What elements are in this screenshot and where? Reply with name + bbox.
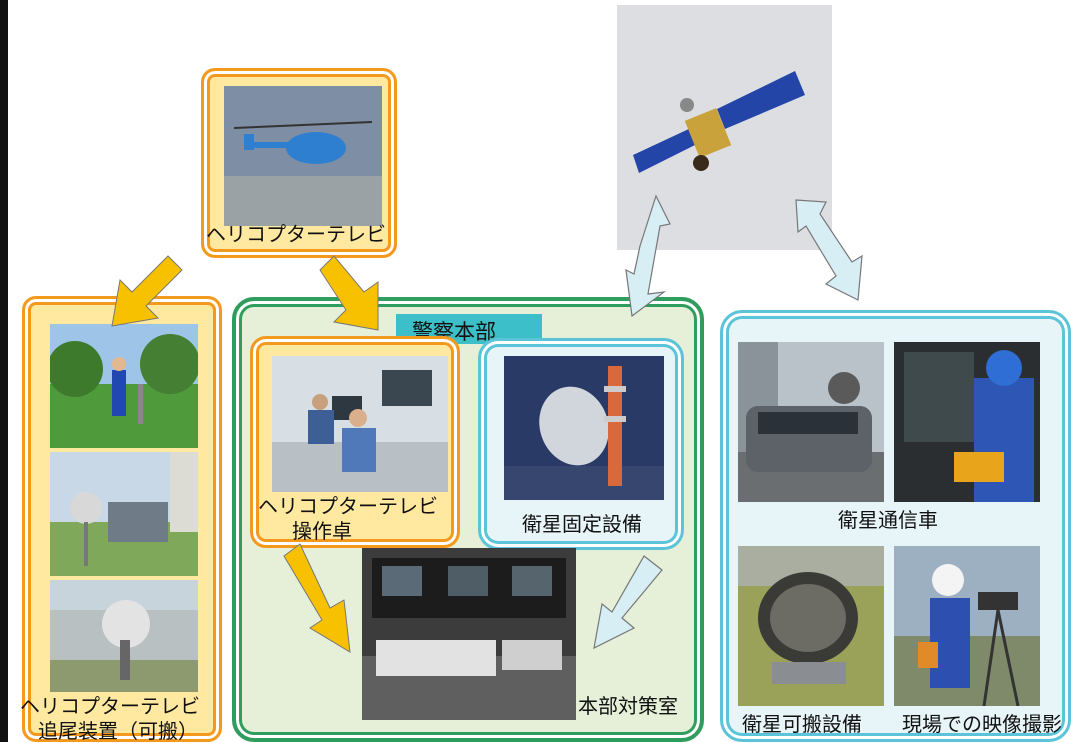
- onsite-video-photo: [894, 546, 1040, 706]
- console-photo: [272, 356, 448, 492]
- tracking-photo-dish: [50, 580, 198, 692]
- sat-vehicle-photo-operator: [894, 342, 1040, 502]
- left-border: [0, 0, 8, 742]
- countermeasure-label: 本部対策室: [578, 694, 678, 718]
- sat-vehicle-label: 衛星通信車: [838, 508, 938, 532]
- onsite-video-label: 現場での映像撮影: [902, 712, 1062, 736]
- sat-fixed-label: 衛星固定設備: [522, 512, 642, 536]
- tracking-device-label-line2: 追尾装置（可搬）: [38, 719, 198, 743]
- console-label-line1: ヘリコプターテレビ: [258, 494, 438, 518]
- countermeasure-photo: [362, 548, 576, 720]
- tracking-device-label-line1: ヘリコプターテレビ: [20, 694, 200, 718]
- helicopter-tv-label: ヘリコプターテレビ: [206, 222, 386, 246]
- sat-vehicle-photo-car: [738, 342, 884, 502]
- satellite-photo: [617, 5, 832, 250]
- helicopter-photo: [224, 86, 382, 226]
- sat-fixed-photo: [504, 356, 664, 500]
- tracking-photo-truck: [50, 452, 198, 576]
- console-label-line2: 操作卓: [292, 519, 352, 543]
- sat-portable-label: 衛星可搬設備: [742, 712, 862, 736]
- tracking-photo-field: [50, 324, 198, 448]
- sat-portable-photo: [738, 546, 884, 706]
